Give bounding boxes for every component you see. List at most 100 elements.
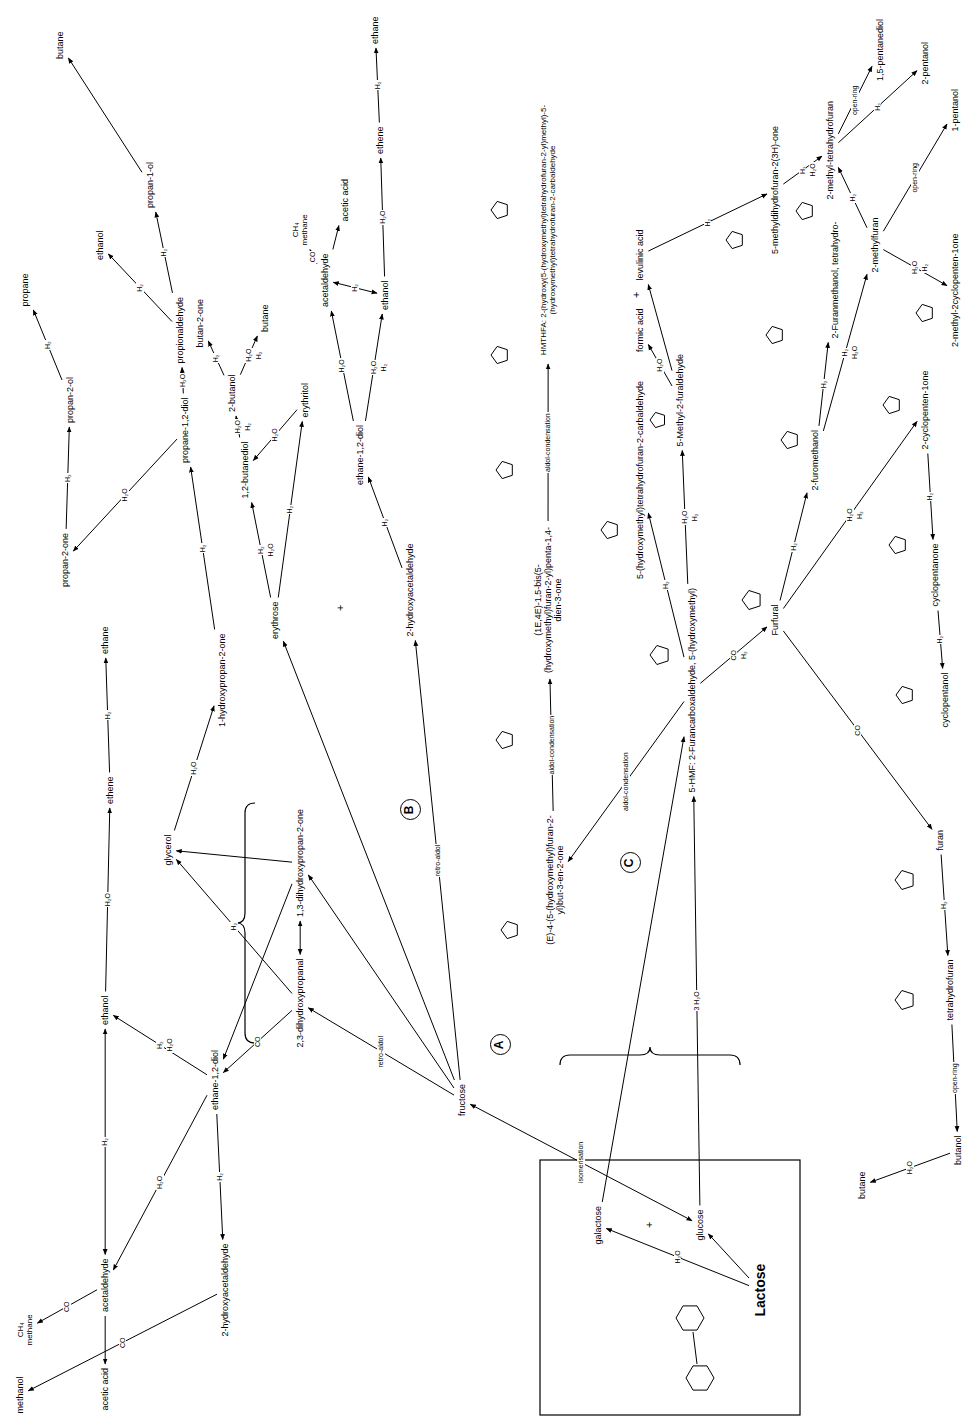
ring-structure: [501, 921, 517, 938]
reaction-label: H₂: [351, 283, 359, 293]
node-text: (1E,4E)-1,5-bis(5-(hydroxymethyl)furan-2…: [533, 525, 564, 675]
reagent-label: H₂O: [851, 345, 859, 360]
reaction-arrow: [941, 855, 948, 956]
compound-label: HMTHFA: 2-(hydroxy(5-(hydroxymethyl)tetr…: [539, 99, 557, 361]
reaction-label: CO: [254, 1035, 262, 1048]
compound-label: Lactose: [752, 1263, 768, 1318]
reaction-arrow: [568, 702, 684, 862]
compound-label: methanol: [15, 1375, 25, 1414]
ring-structure: [781, 431, 797, 448]
compound-label: ethene: [105, 775, 115, 805]
step-marker: C: [620, 853, 641, 874]
reaction-label: H₂: [136, 283, 144, 293]
reaction-arrow: [838, 167, 867, 227]
reaction-arrow: [108, 254, 172, 322]
node-text: propan-2-one: [60, 533, 70, 587]
compound-label: acetic acid: [340, 178, 350, 223]
node-text: 2-butanol: [227, 374, 237, 412]
reaction-arrow: [191, 467, 215, 629]
compound-label: 2-methyl-tetrahydrofuran: [825, 100, 835, 201]
reaction-arrow: [283, 641, 454, 1080]
reaction-arrow: [208, 341, 224, 375]
compound-label: glucose: [695, 1208, 705, 1241]
compound-label: (1E,4E)-1,5-bis(5-(hydroxymethyl)furan-2…: [533, 524, 564, 676]
compound-label: 1-pentanol: [950, 88, 960, 133]
reaction-arrow: [783, 156, 822, 184]
node-text: 2-Furanmethanol, tetrahydro-: [830, 221, 840, 338]
node-text: 1,2-butanediol: [240, 441, 250, 498]
node-text: erythritol: [300, 383, 310, 418]
reaction-label: H₂O: [906, 1160, 914, 1175]
reaction-label: H₂: [104, 710, 112, 720]
reagent-label: H₂: [921, 263, 929, 273]
node-text: HMTHFA: 2-(hydroxy(5-(hydroxymethyl)tetr…: [539, 100, 557, 360]
node-text: ethane-1,2-diol: [355, 425, 365, 485]
reaction-label: H₂O: [370, 360, 378, 375]
ring-structure: [895, 871, 913, 890]
ring-structure: [496, 461, 512, 478]
compound-label: 2-hydroxyacetaldehyde: [405, 542, 415, 637]
compound-label: butan-2-one: [195, 298, 205, 349]
reaction-label: H₂O: [271, 427, 279, 442]
reaction-arrow: [883, 124, 947, 231]
node-text: 2-pentanol: [920, 42, 930, 85]
node-text: 5-HMF: 2-Furancarboxaldehyde, 5-(hydroxy…: [687, 588, 697, 793]
reagent-label: H₂O: [267, 542, 275, 557]
compound-label: propane: [20, 272, 30, 307]
reaction-arrow: [253, 410, 297, 461]
compound-label: 2-hydroxyacetaldehyde: [220, 1242, 230, 1337]
compound-label: 2-furomethanol: [810, 429, 820, 492]
compound-label: levulinic acid: [635, 228, 645, 281]
reaction-label: H₂: [662, 580, 670, 590]
compound-label: glycerol: [163, 833, 173, 866]
plus-sign: +: [334, 604, 346, 612]
reaction-label: H₂: [849, 193, 857, 203]
reaction-arrow: [883, 250, 947, 286]
compound-label: 5-(hydroxymethyl)tetrahydrofuran-2-carba…: [635, 380, 645, 580]
node-text: propan-1-ol: [145, 162, 155, 208]
node-text: 2-methylfuran: [870, 217, 880, 272]
reaction-label: H₂: [704, 218, 712, 228]
reaction-arrow: [648, 194, 767, 251]
compound-label: butanol: [953, 1134, 963, 1166]
node-text: fructose: [457, 1084, 467, 1116]
reaction-label: H₂O: [911, 260, 919, 275]
compound-label: 5-Methyl-2-furaldehyde: [675, 353, 685, 448]
reaction-label: H₂: [926, 492, 934, 502]
compound-label: 2-pentanol: [920, 41, 930, 86]
reaction-arrow: [308, 1008, 454, 1095]
compound-label: CH₄methane: [291, 213, 309, 246]
compound-label: 1-hydroxypropan-2-one: [217, 632, 227, 728]
reagent-label: H₂: [380, 363, 388, 373]
compound-label: cyclopentanone: [930, 542, 940, 607]
ring-structure: [766, 326, 782, 343]
compound-label: ethane: [370, 15, 380, 45]
node-text: 1,5-pentanediol: [875, 19, 885, 81]
reaction-label: CO: [63, 1300, 71, 1313]
reaction-arrow: [415, 641, 460, 1080]
reaction-label: H₂: [230, 922, 238, 932]
node-text: ethene: [375, 126, 385, 154]
reaction-label: H₂: [286, 505, 294, 515]
reaction-label: aldol-condensation: [622, 751, 630, 812]
compound-label: ethene: [375, 125, 385, 155]
node-text: 2-methyl-tetrahydrofuran: [825, 101, 835, 200]
compound-label: 1,5-pentanediol: [875, 18, 885, 82]
node-text: acetic acid: [340, 179, 350, 222]
reaction-label: H₂: [936, 635, 944, 645]
ring-structure: [491, 346, 507, 363]
bracket: [560, 1047, 740, 1065]
compound-label: ethanol: [100, 994, 110, 1026]
reaction-arrow: [28, 1294, 217, 1391]
node-text: (E)-4-(5-(hydroxymethyl)furan-2-yl)but-3…: [545, 815, 566, 945]
node-text: glucose: [695, 1209, 705, 1240]
ring-structure: [796, 202, 812, 219]
reaction-label: CO: [309, 251, 317, 264]
reaction-label: H₂: [790, 542, 798, 552]
compound-label: 5-methyldihydrofuran-2(3H)-one: [770, 125, 780, 255]
compound-label: ethanol: [380, 279, 390, 311]
node-text: furan: [935, 830, 945, 851]
reaction-arrow: [156, 212, 173, 293]
